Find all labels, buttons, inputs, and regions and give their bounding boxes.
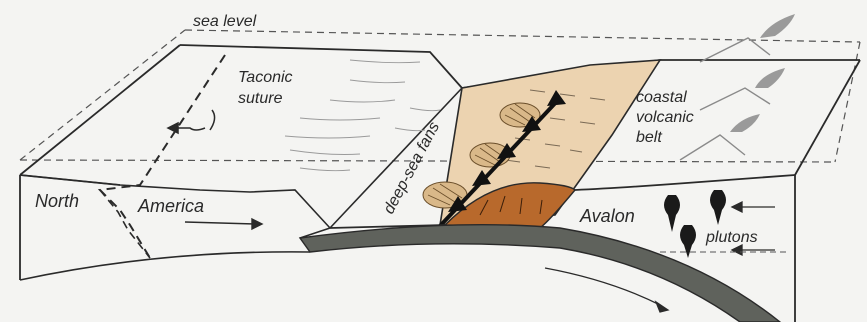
label-avalon: Avalon (579, 206, 635, 226)
label-plutons: plutons (705, 229, 758, 246)
label-belt: belt (636, 129, 662, 146)
label-north: North (35, 191, 79, 211)
label-taconic: Taconic (238, 69, 293, 86)
label-volcanic: volcanic (636, 109, 694, 126)
label-sea-level: sea level (193, 13, 257, 30)
label-coastal: coastal (636, 89, 687, 106)
label-suture: suture (238, 90, 283, 107)
label-america: America (137, 196, 204, 216)
